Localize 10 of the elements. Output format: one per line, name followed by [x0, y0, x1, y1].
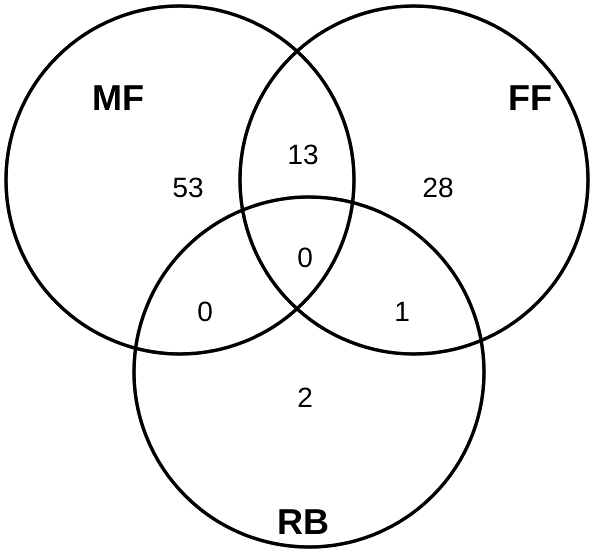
region-count: 13	[287, 141, 319, 169]
region-count: 2	[297, 384, 313, 412]
region-count: 1	[394, 298, 410, 326]
set-label: RB	[277, 504, 329, 540]
set-label: MF	[92, 80, 144, 116]
region-count: 0	[297, 244, 313, 272]
region-count: 53	[172, 174, 204, 202]
region-count: 0	[197, 298, 213, 326]
set-label: FF	[508, 80, 552, 116]
region-count: 28	[422, 174, 454, 202]
